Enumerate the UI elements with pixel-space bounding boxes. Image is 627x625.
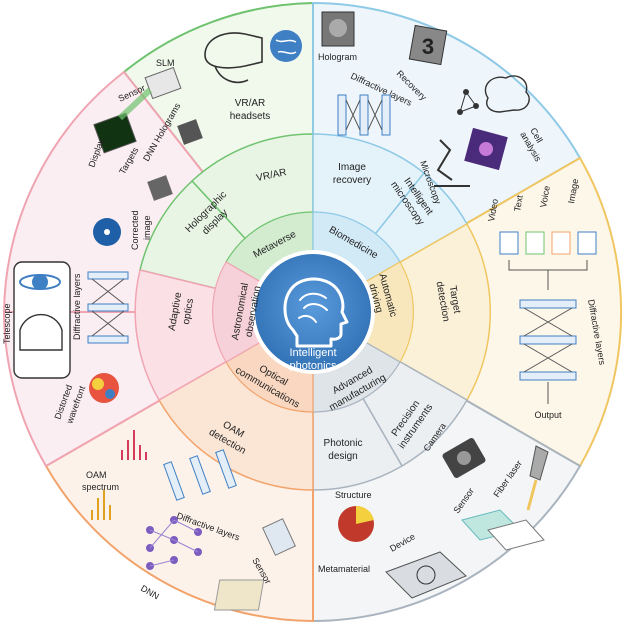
diffractive-layers-icon-top xyxy=(337,94,391,136)
telescope-frame xyxy=(13,261,71,379)
sensor-plate-2 xyxy=(487,519,545,551)
label-video: Video xyxy=(486,198,500,222)
label-target-detection-1: Target xyxy=(447,285,463,314)
brain-icon xyxy=(298,292,328,323)
photonic-design-illustration: Structure Device Metamaterial xyxy=(213,490,467,611)
oam-sensor-icon xyxy=(262,518,296,556)
hologram-tile-1 xyxy=(177,119,203,145)
label-corrected-image-2: image xyxy=(142,215,152,240)
diffractive-layers-icon-bottom xyxy=(163,449,237,501)
diffractive-layers-icon-right xyxy=(519,299,577,381)
label-dnn: DNN xyxy=(139,583,161,601)
display-icon xyxy=(93,112,137,154)
microscope-icon xyxy=(434,139,470,187)
hologram-tile-2 xyxy=(147,175,173,201)
label-text: Text xyxy=(512,194,525,212)
label-adaptive-optics-2: optics xyxy=(181,298,196,326)
label-hologram: Hologram xyxy=(318,52,357,62)
core-title-line1: Intelligent xyxy=(289,347,336,359)
vr-headset-icon: VR/AR headsets xyxy=(204,30,302,122)
adaptive-optics-illustration: Telescope Diffractive layers Corrected i… xyxy=(2,210,152,425)
label-image: Image xyxy=(566,178,580,204)
observatory-icon xyxy=(19,313,63,351)
text-icon xyxy=(525,231,545,255)
label-vr-ar-headsets-1: VR/AR xyxy=(235,98,266,109)
label-voice: Voice xyxy=(538,185,552,208)
image-icon xyxy=(577,231,597,255)
video-icon xyxy=(499,231,519,255)
oam-spectrum-yellow xyxy=(91,490,111,520)
brain-small-icon xyxy=(484,75,530,113)
label-output: Output xyxy=(534,410,562,420)
head-icon xyxy=(283,277,349,348)
metamaterial-grid xyxy=(213,579,265,611)
label-image-recovery-1: Image xyxy=(338,162,366,173)
label-photonic-design-2: design xyxy=(328,451,357,462)
device-chip xyxy=(385,551,467,599)
core-title-line2: photonics xyxy=(289,360,337,372)
oam-spectrum-red xyxy=(121,430,147,460)
label-image-recovery-2: recovery xyxy=(333,175,371,186)
slm-icon xyxy=(144,66,182,100)
fiber-laser-icon xyxy=(529,445,549,481)
globe-icon xyxy=(270,30,302,62)
distorted-wavefront-icon xyxy=(89,373,119,403)
label-slm: SLM xyxy=(156,58,175,68)
label-diffractive-layers-left: Diffractive layers xyxy=(72,273,82,340)
label-metamaterial: Metamaterial xyxy=(318,564,370,574)
label-structure: Structure xyxy=(335,490,372,500)
label-telescope: Telescope xyxy=(2,303,12,344)
target-detection-illustration: Video Text Voice Image Diffractive layer… xyxy=(486,178,607,420)
core: Intelligent photonics xyxy=(251,250,375,374)
diffractive-layers-icon-left xyxy=(87,271,129,344)
label-oam-spectrum-1: OAM xyxy=(86,470,107,480)
recovery-digit: 3 xyxy=(422,34,434,59)
label-photonic-design-1: Photonic xyxy=(324,438,363,449)
label-corrected-image-1: Corrected xyxy=(130,210,140,250)
voice-icon xyxy=(551,231,571,255)
recovery-image xyxy=(408,24,448,66)
molecule-icon xyxy=(457,89,479,115)
dnn-network-icon xyxy=(146,516,202,570)
label-oam-spectrum-2: spectrum xyxy=(82,482,119,492)
label-vr-ar-headsets-2: headsets xyxy=(230,111,271,122)
